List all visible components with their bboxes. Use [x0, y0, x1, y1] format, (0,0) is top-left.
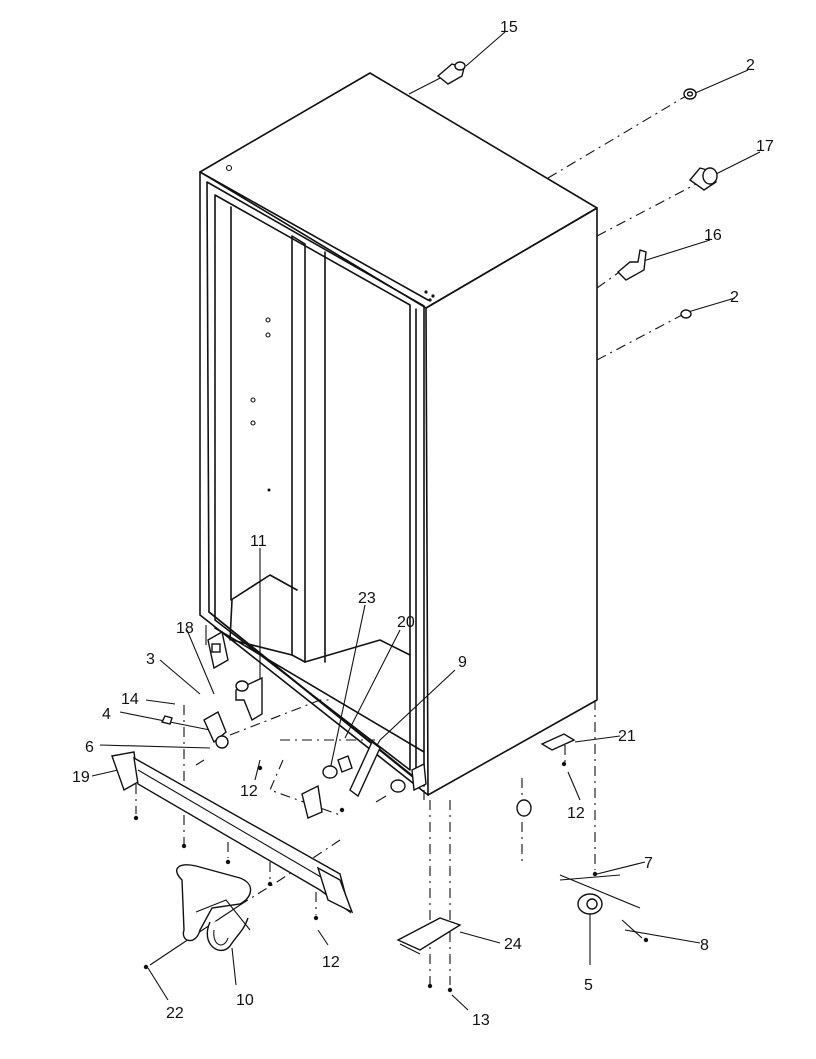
callout-12: 12	[567, 805, 585, 822]
callout-22: 22	[166, 1005, 184, 1022]
part-14-screw	[160, 715, 173, 725]
callout-3: 3	[146, 651, 155, 668]
callout-20: 20	[397, 614, 415, 631]
part-2-washer-top	[683, 88, 697, 100]
part-23-leveler	[322, 765, 338, 779]
callout-6: 6	[85, 739, 94, 756]
part-10-hose-clip	[176, 864, 252, 952]
callout-15: 15	[500, 19, 518, 36]
cabinet-top	[199, 72, 598, 309]
callout-4: 4	[102, 706, 111, 723]
part-15-cap	[436, 61, 466, 85]
callout-13: 13	[472, 1012, 490, 1029]
screws	[133, 761, 649, 993]
callout-21: 21	[618, 728, 636, 745]
part-leveler-right	[390, 779, 406, 793]
lower-hinge-parts	[160, 630, 263, 766]
hardware-parts	[111, 61, 718, 993]
callout-10: 10	[236, 992, 254, 1009]
part-5-wheel	[559, 874, 621, 915]
callout-8: 8	[700, 937, 709, 954]
part-21-clip	[540, 733, 576, 751]
callout-12: 12	[322, 954, 340, 971]
part-hinge-right	[411, 762, 427, 792]
cabinet-side-panel	[425, 207, 598, 796]
cabinet-inner-liner	[214, 194, 411, 771]
callout-2: 2	[746, 57, 755, 74]
part-19-toe-grille	[111, 751, 354, 914]
callout-23: 23	[358, 590, 376, 607]
callout-17: 17	[756, 138, 774, 155]
callout-18: 18	[176, 620, 194, 637]
part-bracket-right	[301, 784, 323, 819]
callout-12: 12	[240, 783, 258, 800]
callout-7: 7	[644, 855, 653, 872]
part-17-roller	[688, 167, 718, 191]
leader-lines	[91, 31, 761, 1011]
callout-16: 16	[704, 227, 722, 244]
callout-2: 2	[730, 289, 739, 306]
part-4-hinge	[203, 710, 227, 744]
part-6-bushing	[215, 735, 229, 749]
callout-5: 5	[584, 977, 593, 994]
part-16-bracket	[616, 249, 647, 281]
callout-11: 11	[250, 533, 267, 550]
callout-9: 9	[458, 654, 467, 671]
right-leveler-parts	[301, 740, 427, 819]
callout-24: 24	[504, 936, 522, 953]
part-leveler-left	[235, 680, 249, 692]
part-8-screw	[621, 919, 643, 939]
callout-19: 19	[72, 769, 90, 786]
callout-labels: 15 2 17 16 2 11 23 20 9 18 3 14 4 6 19 1…	[72, 19, 774, 1029]
callout-14: 14	[121, 691, 139, 708]
part-24-plate	[396, 917, 462, 955]
part-leveler-front-right	[516, 799, 532, 817]
part-2-washer-side	[680, 309, 692, 319]
part-9-link	[349, 740, 381, 798]
cabinet-front-outline	[199, 171, 429, 796]
center-mullion	[291, 235, 306, 663]
part-20-bracket	[337, 755, 353, 773]
